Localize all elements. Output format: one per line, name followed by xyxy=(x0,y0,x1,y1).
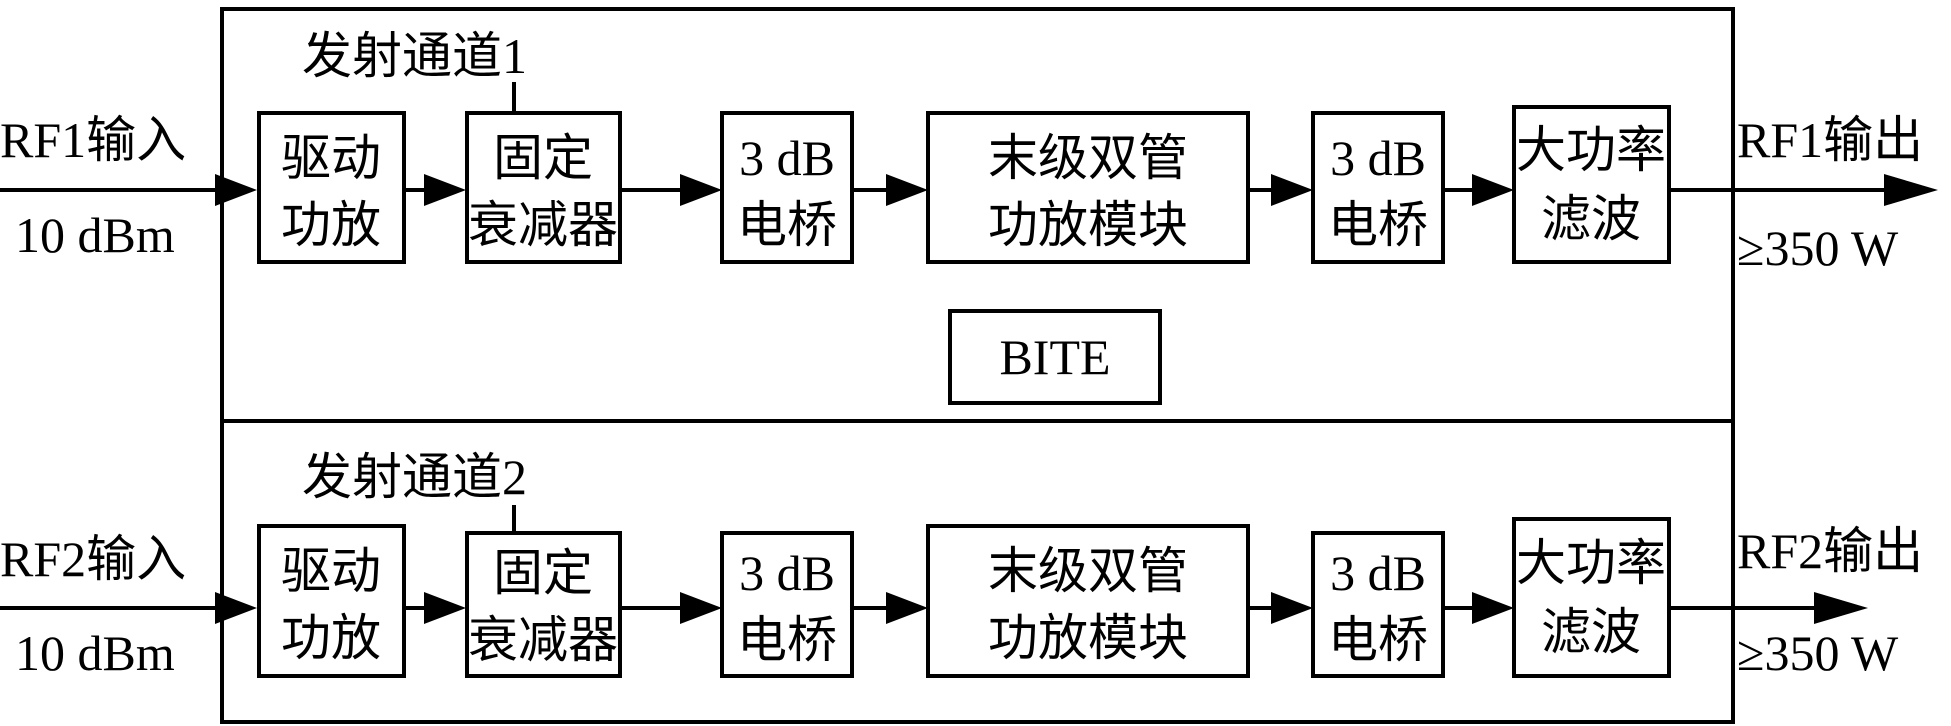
fixed-attenuator-label-2b: 衰减器 xyxy=(468,612,618,668)
link-1-1-arrow xyxy=(424,174,466,206)
bridge-3db-label-1b-top: 3 dB xyxy=(1330,130,1426,186)
rf1-input-label: RF1输入 xyxy=(0,112,186,168)
rf2-input-arrow xyxy=(215,592,257,624)
bite-label: BITE xyxy=(999,329,1110,385)
final-amp-module-block-2 xyxy=(926,524,1250,678)
link-1-2-arrow xyxy=(680,174,722,206)
bridge-3db-block-2b xyxy=(1311,531,1445,678)
rf2-output-label: RF2输出 xyxy=(1737,523,1923,579)
driver-amp-label-2b: 功放 xyxy=(281,610,381,666)
channel-2: 发射通道2 RF2输入 10 dBm 驱动 功放 固定 衰减器 3 dB 电桥 … xyxy=(0,449,1923,681)
fixed-attenuator-block-1 xyxy=(465,111,622,264)
rf1-input-level: 10 dBm xyxy=(15,207,175,263)
fixed-attenuator-label-1b: 衰减器 xyxy=(468,197,618,253)
bridge-3db-label-2b-bottom: 电桥 xyxy=(1328,612,1428,668)
channel-1: 发射通道1 RF1输入 10 dBm 驱动 功放 固定 衰减器 3 dB 电桥 … xyxy=(0,28,1938,405)
final-amp-module-label-1b: 功放模块 xyxy=(988,197,1188,253)
channel-1-title: 发射通道1 xyxy=(302,28,527,84)
high-power-filter-block-1 xyxy=(1512,105,1671,264)
driver-amp-label-1a: 驱动 xyxy=(281,130,381,186)
link-1-4-arrow xyxy=(1271,174,1313,206)
bridge-3db-label-2a-top: 3 dB xyxy=(739,545,835,601)
bite-block xyxy=(948,309,1162,405)
bridge-3db-label-1b-bottom: 电桥 xyxy=(1328,197,1428,253)
link-2-3-arrow xyxy=(886,592,928,624)
link-2-4-arrow xyxy=(1271,592,1313,624)
fixed-attenuator-block-2 xyxy=(465,531,622,678)
bridge-3db-label-2a-bottom: 电桥 xyxy=(737,612,837,668)
link-2-2-arrow xyxy=(680,592,722,624)
high-power-filter-label-1a: 大功率 xyxy=(1516,122,1666,178)
rf1-input-arrow xyxy=(215,174,257,206)
driver-amp-block-1 xyxy=(257,111,406,264)
link-1-5-arrow xyxy=(1472,174,1514,206)
bridge-3db-block-1a xyxy=(720,111,854,264)
driver-amp-block-2 xyxy=(257,524,406,678)
rf1-output-arrow xyxy=(1884,174,1938,206)
high-power-filter-label-2b: 滤波 xyxy=(1541,604,1641,660)
final-amp-module-label-2b: 功放模块 xyxy=(988,610,1188,666)
link-1-3-arrow xyxy=(886,174,928,206)
fixed-attenuator-label-1a: 固定 xyxy=(493,130,593,186)
high-power-filter-block-2 xyxy=(1512,517,1671,678)
rf1-output-level: ≥350 W xyxy=(1737,220,1899,276)
final-amp-module-block-1 xyxy=(926,111,1250,264)
bridge-3db-block-2a xyxy=(720,531,854,678)
rf2-output-arrow xyxy=(1814,592,1868,624)
rf2-input-level: 10 dBm xyxy=(15,625,175,681)
bridge-3db-block-1b xyxy=(1311,111,1445,264)
link-2-5-arrow xyxy=(1472,592,1514,624)
fixed-attenuator-label-2a: 固定 xyxy=(493,545,593,601)
channel-2-frame xyxy=(220,419,1735,724)
bridge-3db-label-2b-top: 3 dB xyxy=(1330,545,1426,601)
final-amp-module-label-1a: 末级双管 xyxy=(988,130,1188,186)
driver-amp-label-2a: 驱动 xyxy=(281,543,381,599)
bridge-3db-label-1a-top: 3 dB xyxy=(739,130,835,186)
high-power-filter-label-2a: 大功率 xyxy=(1516,535,1666,591)
link-2-1-arrow xyxy=(424,592,466,624)
rf2-input-label: RF2输入 xyxy=(0,531,186,587)
bridge-3db-label-1a-bottom: 电桥 xyxy=(737,197,837,253)
driver-amp-label-1b: 功放 xyxy=(281,197,381,253)
rf2-output-level: ≥350 W xyxy=(1737,625,1899,681)
channel-2-title: 发射通道2 xyxy=(302,449,527,505)
final-amp-module-label-2a: 末级双管 xyxy=(988,543,1188,599)
rf1-output-label: RF1输出 xyxy=(1737,112,1923,168)
high-power-filter-label-1b: 滤波 xyxy=(1541,191,1641,247)
